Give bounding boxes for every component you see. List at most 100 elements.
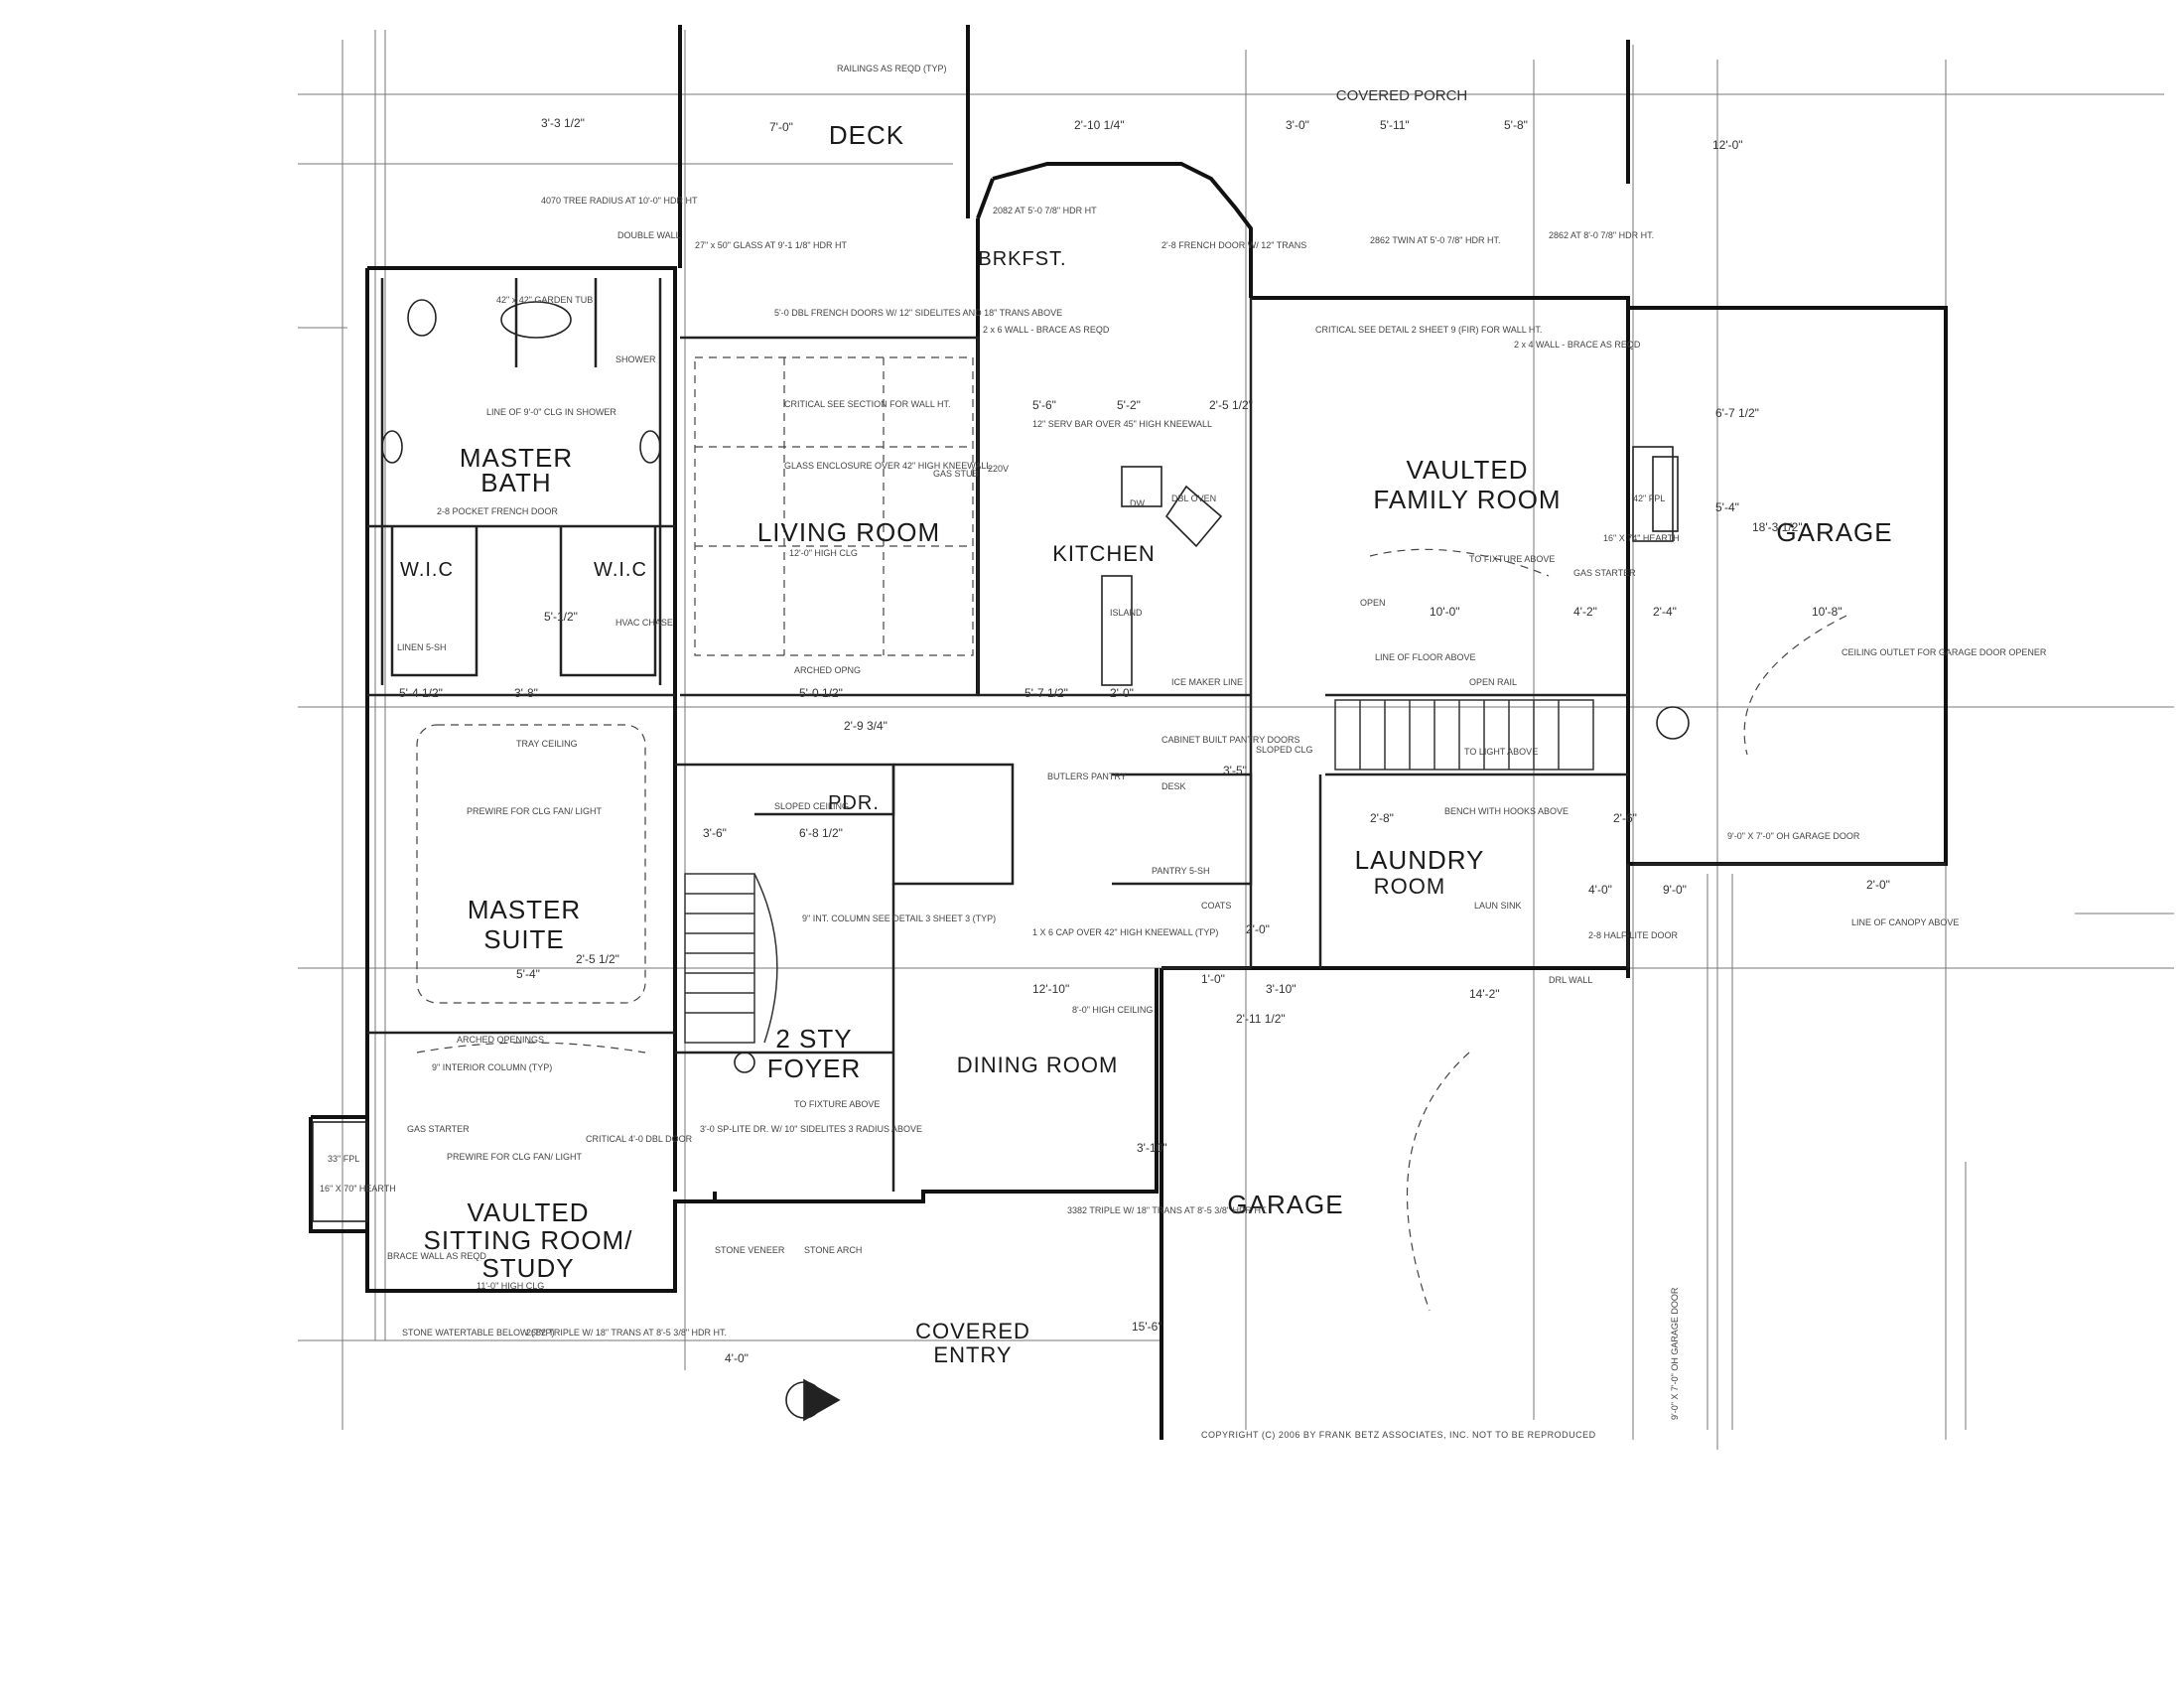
note-2862: 2862 AT 8'-0 7/8" HDR HT. (1549, 230, 1654, 240)
dim-5-4-half: 5'-4 1/2" (399, 686, 443, 700)
dim-5-0-half: 5'-0 1/2" (799, 686, 843, 700)
label-laundry-1: LAUNDRY (1355, 845, 1485, 875)
label-deck: DECK (829, 120, 904, 150)
note-70-hearth: 16" X 70" HEARTH (320, 1184, 396, 1194)
note-canopy: LINE OF CANOPY ABOVE (1851, 917, 1959, 927)
dim-5-4-a: 5'-4" (1715, 500, 1739, 514)
dim-2-10-quarter: 2'-10 1/4" (1074, 118, 1125, 132)
note-open-rail: OPEN RAIL (1469, 677, 1517, 687)
note-tree-radius: 4070 TREE RADIUS AT 10'-0" HDR HT (541, 196, 698, 206)
note-220v: 220V (988, 464, 1009, 474)
note-arched-opng: ARCHED OPNG (794, 665, 861, 675)
note-gas-starter-a: GAS STARTER (1573, 568, 1636, 578)
note-prewire-a: PREWIRE FOR CLG FAN/ LIGHT (467, 806, 603, 816)
note-interior-column: 9" INTERIOR COLUMN (TYP) (432, 1062, 552, 1072)
label-sitting-3: STUDY (481, 1253, 574, 1283)
note-shower-clg: LINE OF 9'-0" CLG IN SHOWER (486, 407, 616, 417)
note-2682-triple: 2682 TRIPLE W/ 18" TRANS AT 8'-5 3/8" HD… (526, 1328, 727, 1337)
note-int-column: 9" INT. COLUMN SEE DETAIL 3 SHEET 3 (TYP… (802, 914, 996, 923)
note-glass: 27" x 50" GLASS AT 9'-1 1/8" HDR HT (695, 240, 848, 250)
label-wic-right: W.I.C (594, 559, 647, 581)
ceiling-lines (416, 356, 1847, 1312)
note-french-doors: 5'-0 DBL FRENCH DOORS W/ 12" SIDELITES A… (774, 308, 1062, 318)
label-master-bath-1: MASTER (460, 443, 573, 473)
label-master-suite-2: SUITE (483, 924, 565, 954)
note-pantry: PANTRY 5-SH (1152, 866, 1210, 876)
dim-6-8-half: 6'-8 1/2" (799, 826, 843, 840)
fixtures (312, 299, 1690, 1422)
label-laundry-2: ROOM (1374, 874, 1445, 899)
note-stone-arch: STONE ARCH (804, 1245, 862, 1255)
grid-lines (298, 30, 2174, 1450)
note-serv-bar: 12" SERV BAR OVER 45" HIGH KNEEWALL (1032, 419, 1212, 429)
note-dbl-oven: DBL OVEN (1171, 493, 1216, 503)
note-butlers-pantry: BUTLERS PANTRY (1047, 772, 1127, 781)
dim-2-4: 2'-4" (1653, 605, 1677, 619)
dim-garage-door-right: 9'-0" X 7'-0" OH GARAGE DOOR (1727, 831, 1860, 841)
note-drl-wall: DRL WALL (1549, 975, 1592, 985)
dim-5-6: 5'-6" (1032, 398, 1056, 412)
copyright-notice: COPYRIGHT (C) 2006 BY FRANK BETZ ASSOCIA… (1201, 1430, 1596, 1440)
note-twin: 2862 TWIN AT 5'-0 7/8" HDR HT. (1370, 235, 1500, 245)
note-stone-veneer: STONE VENEER (715, 1245, 785, 1255)
dim-5-11: 5'-11" (1380, 118, 1410, 132)
label-sitting-2: SITTING ROOM/ (424, 1225, 633, 1255)
note-coats: COATS (1201, 901, 1231, 911)
dim-9-0: 9'-0" (1663, 883, 1687, 897)
note-bench: BENCH WITH HOOKS ABOVE (1444, 806, 1569, 816)
note-to-light: TO LIGHT ABOVE (1464, 747, 1538, 757)
label-covered-entry-2: ENTRY (933, 1342, 1012, 1367)
dim-3-5: 3'-5" (1223, 764, 1247, 777)
note-8-ceiling: 8'-0" HIGH CEILING (1072, 1005, 1153, 1015)
dim-3-6: 3'-6" (703, 826, 727, 840)
label-master-suite-1: MASTER (468, 895, 581, 924)
dim-12-10: 12'-10" (1032, 982, 1069, 996)
interior-walls (367, 278, 1946, 1192)
note-arched-openings: ARCHED OPENINGS (457, 1035, 544, 1045)
note-critical-section: CRITICAL SEE SECTION FOR WALL HT. (784, 399, 951, 409)
note-hvac: HVAC CHASE (615, 618, 673, 628)
dim-5-7-half: 5'-7 1/2" (1024, 686, 1068, 700)
note-railings: RAILINGS AS REQD (TYP) (837, 64, 947, 73)
dim-14-2: 14'-2" (1469, 987, 1500, 1001)
note-french-door-trans: 2'-8 FRENCH DOOR W/ 12" TRANS (1161, 240, 1306, 250)
note-gas-starter-b: GAS STARTER (407, 1124, 470, 1134)
note-gas-stub: GAS STUB (933, 469, 979, 479)
stairs (684, 699, 1594, 1044)
label-powder-room: PDR. (828, 792, 880, 814)
note-dbl-door: CRITICAL 4'-0 DBL DOOR (586, 1134, 693, 1144)
note-sloped-ceiling: SLOPED CEILING (774, 801, 849, 811)
dim-2-5-half-b: 2'-5 1/2" (576, 952, 619, 966)
dim-5-4-b: 5'-4" (516, 967, 540, 981)
dim-2-9-three-quarter: 2'-9 3/4" (844, 719, 887, 733)
note-prewire-b: PREWIRE FOR CLG FAN/ LIGHT (447, 1152, 583, 1162)
note-garden-tub: 42" x 42" GARDEN TUB (496, 295, 593, 305)
dim-2-0-b: 2'-0" (1866, 878, 1890, 892)
dim-15-6: 15'-6" (1132, 1320, 1162, 1334)
note-ceiling-outlet-a: CEILING OUTLET FOR GARAGE DOOR OPENER (1842, 647, 2047, 657)
note-fixture-above-b: TO FIXTURE ABOVE (794, 1099, 880, 1109)
dim-2-0-c: 2'-0" (1246, 922, 1270, 936)
note-half-lite: 2-8 HALF-LITE DOOR (1588, 930, 1679, 940)
dim-4-2: 4'-2" (1573, 605, 1597, 619)
dim-10-8: 10'-8" (1812, 605, 1843, 619)
dim-1-0: 1'-0" (1201, 972, 1225, 986)
dim-4-0-b: 4'-0" (725, 1351, 749, 1365)
dim-18-3-half: 18'-3 1/2" (1752, 520, 1803, 534)
label-master-bath-2: BATH (480, 468, 551, 497)
dim-7-0: 7'-0" (769, 120, 793, 134)
note-3382-triple: 3382 TRIPLE W/ 18" TRANS AT 8'-5 3/8" HD… (1067, 1205, 1268, 1215)
note-2x4-wall: 2 x 4 WALL - BRACE AS REQD (1514, 340, 1641, 350)
dim-5-8: 5'-8" (1504, 118, 1528, 132)
note-2x6-wall: 2 x 6 WALL - BRACE AS REQD (983, 325, 1110, 335)
dim-3-8: 3'-8" (514, 686, 538, 700)
dim-2-6: 2'-6" (1613, 811, 1637, 825)
dim-5-half: 5'-1/2" (544, 610, 578, 624)
label-covered-entry-1: COVERED (915, 1319, 1030, 1343)
label-garage-right: GARAGE (1776, 517, 1892, 547)
dim-2-5-half-a: 2'-5 1/2" (1209, 398, 1253, 412)
dim-4-0-a: 4'-0" (1588, 883, 1612, 897)
label-foyer-1: 2 STY (775, 1024, 852, 1054)
note-double-wall: DOUBLE WALL (617, 230, 681, 240)
note-dw: DW (1130, 498, 1145, 508)
